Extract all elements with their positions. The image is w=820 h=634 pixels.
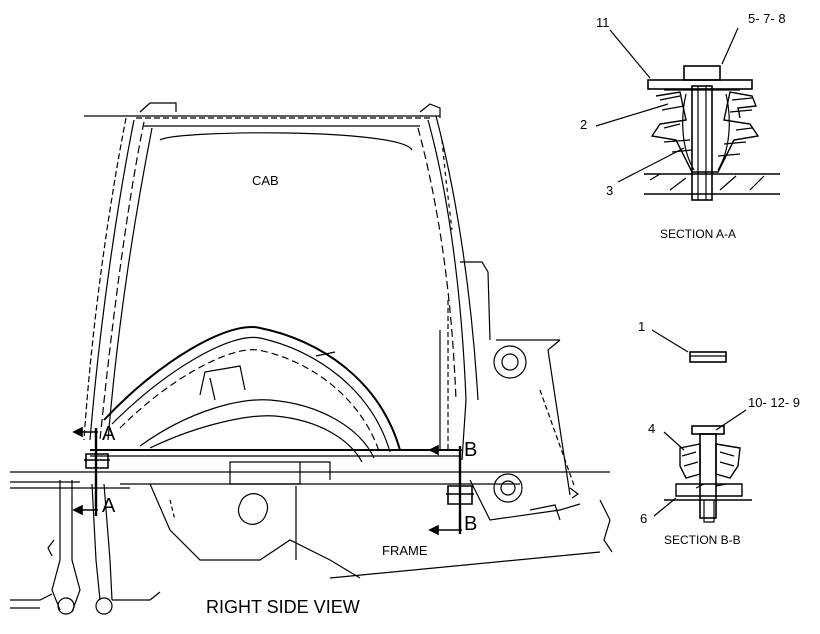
callout-4: 4 bbox=[648, 421, 656, 436]
fender bbox=[103, 326, 401, 463]
callout-6: 6 bbox=[640, 511, 648, 526]
section-b-b-detail bbox=[664, 425, 752, 523]
section-a-a-detail bbox=[644, 65, 780, 201]
callout-2: 2 bbox=[580, 117, 588, 132]
callout-11: 11 bbox=[596, 15, 610, 30]
section-mark-b-bottom: B bbox=[464, 513, 478, 535]
callout-3: 3 bbox=[606, 183, 614, 198]
callout-leaders-a bbox=[595, 27, 739, 183]
frame-pivot-circles bbox=[493, 345, 527, 503]
section-mark-b-top: B bbox=[464, 439, 478, 461]
section-mark-a-top: A bbox=[102, 423, 116, 445]
callout-1: 1 bbox=[638, 319, 646, 334]
callout-5-7-8: 5- 7- 8 bbox=[748, 11, 786, 26]
section-a-a-caption: SECTION A-A bbox=[660, 227, 737, 241]
cab-outline bbox=[83, 102, 491, 461]
part-1-detail bbox=[651, 329, 727, 363]
callout-leaders-b bbox=[653, 409, 747, 517]
callout-10-12-9: 10- 12- 9 bbox=[748, 395, 801, 410]
section-cut-a bbox=[72, 426, 110, 516]
section-b-b-caption: SECTION B-B bbox=[664, 533, 741, 547]
right-side-view-title: RIGHT SIDE VIEW bbox=[206, 597, 360, 617]
cab-label: CAB bbox=[252, 173, 279, 188]
frame bbox=[10, 339, 613, 579]
section-mark-a-bottom: A bbox=[102, 495, 116, 517]
section-cut-b bbox=[428, 444, 474, 536]
rear-hitch bbox=[10, 480, 161, 615]
frame-label: FRAME bbox=[382, 543, 428, 558]
